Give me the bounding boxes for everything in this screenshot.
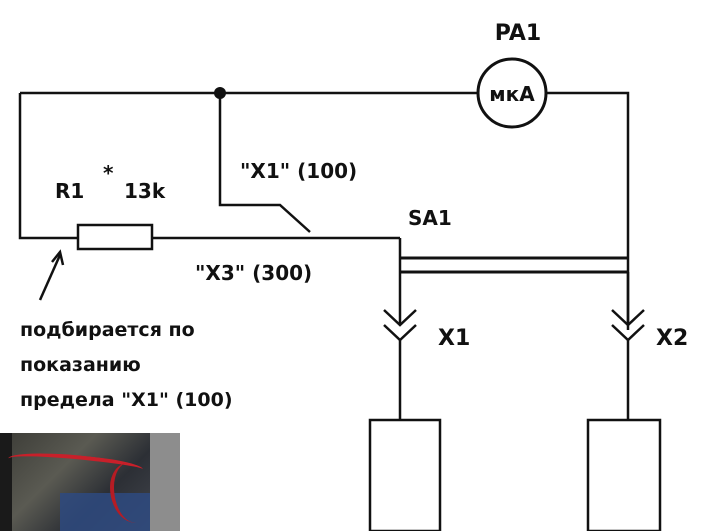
note-arrow-shaft bbox=[38, 254, 62, 301]
note-line-2: показанию bbox=[20, 354, 141, 376]
connector-x2-label: X2 bbox=[656, 326, 688, 351]
probe-x2 bbox=[586, 418, 662, 531]
meter-designator-label: PA1 bbox=[495, 21, 541, 46]
switch-position-x3-label: "X3" (300) bbox=[195, 261, 312, 285]
photo-light-edge bbox=[150, 433, 180, 531]
note-arrow-head bbox=[51, 249, 65, 266]
resistor-r1-body bbox=[76, 223, 154, 251]
wire-top-right bbox=[545, 91, 630, 330]
note-line-3: предела "X1" (100) bbox=[20, 389, 233, 411]
resistor-designator-label: R1 bbox=[55, 179, 84, 203]
resistor-value-label: 13k bbox=[124, 179, 166, 203]
photo-thumbnail bbox=[0, 433, 180, 531]
connector-x2-chevron-top bbox=[611, 309, 645, 327]
note-line-1: подбирается по bbox=[20, 319, 195, 341]
wire-junction-to-switch bbox=[218, 93, 311, 233]
connector-x1-label: X1 bbox=[438, 326, 470, 351]
switch-designator-label: SA1 bbox=[408, 206, 452, 230]
wire-left-vertical bbox=[18, 93, 78, 240]
switch-position-x1-label: "X1" (100) bbox=[240, 159, 357, 183]
meter-unit-label: мкА bbox=[489, 82, 535, 106]
probe-x1 bbox=[368, 418, 442, 531]
connector-x1-chevron-top bbox=[383, 309, 417, 327]
meter-pa1-body bbox=[476, 57, 548, 129]
connector-x1-chevron-bottom bbox=[383, 324, 417, 342]
resistor-star-label: * bbox=[103, 161, 114, 185]
photo-dark-strip bbox=[0, 433, 12, 531]
photo-red-wire-loop bbox=[110, 463, 154, 523]
